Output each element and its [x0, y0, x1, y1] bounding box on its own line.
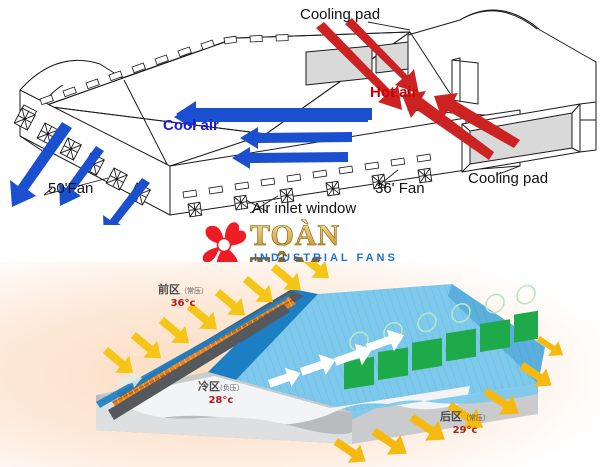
- interior-airflow-arrows: [118, 329, 405, 388]
- outflow-arrows: [333, 336, 564, 463]
- zone-front-temp: 36°c: [170, 298, 196, 309]
- interior-cavity: [128, 376, 470, 425]
- top-ventilation-diagram: Cooling pad Cooling pad Air inlet window…: [0, 0, 600, 225]
- bottom-diagram-svg: [0, 262, 600, 467]
- roof-plane: [236, 284, 545, 412]
- zone-back-name: 后区: [440, 410, 462, 423]
- hot-air-arrows: [316, 18, 419, 110]
- zone-label-front: 前区（常压） 36°c: [158, 278, 208, 309]
- fan-exhaust-arrows: [10, 122, 150, 225]
- top-diagram-svg: [10, 9, 597, 225]
- label-air-inlet-window: Air inlet window: [252, 200, 357, 217]
- zone-front-name: 前区: [158, 283, 180, 296]
- exhaust-fan-panels: [344, 284, 538, 390]
- zone-cold-pressure: (负压）: [220, 384, 244, 392]
- zone-cold-name: 冷区: [198, 380, 220, 393]
- zone-front-pressure: （常压）: [180, 287, 208, 295]
- zone-back-temp: 29°c: [452, 425, 478, 436]
- logo-tagline: INDUSTRIAL FANS: [254, 252, 398, 264]
- label-cool-air: Cool air: [163, 117, 219, 134]
- inflow-arrows: [102, 262, 330, 374]
- zone-cold-temp: 28°c: [208, 395, 234, 406]
- pad-frame-bottom: [108, 304, 290, 420]
- label-hot-air: Hot air: [370, 84, 418, 101]
- fan-36-grilles: [187, 167, 433, 218]
- air-inlet-windows: [182, 153, 432, 199]
- label-cooling-pad-top: Cooling pad: [300, 6, 381, 23]
- zone-label-back: 后区（常压） 29°c: [440, 405, 490, 436]
- zone-label-cold: 冷区(负压） 28°c: [198, 375, 244, 406]
- bottom-3d-diagram: 前区（常压） 36°c 冷区(负压） 28°c 后区（常压） 29°c: [0, 262, 600, 467]
- label-cooling-pad-right: Cooling pad: [468, 170, 549, 187]
- label-fan-36: 36' Fan: [375, 180, 425, 197]
- zone-back-pressure: （常压）: [462, 414, 490, 422]
- label-fan-50: 50'Fan: [48, 180, 94, 197]
